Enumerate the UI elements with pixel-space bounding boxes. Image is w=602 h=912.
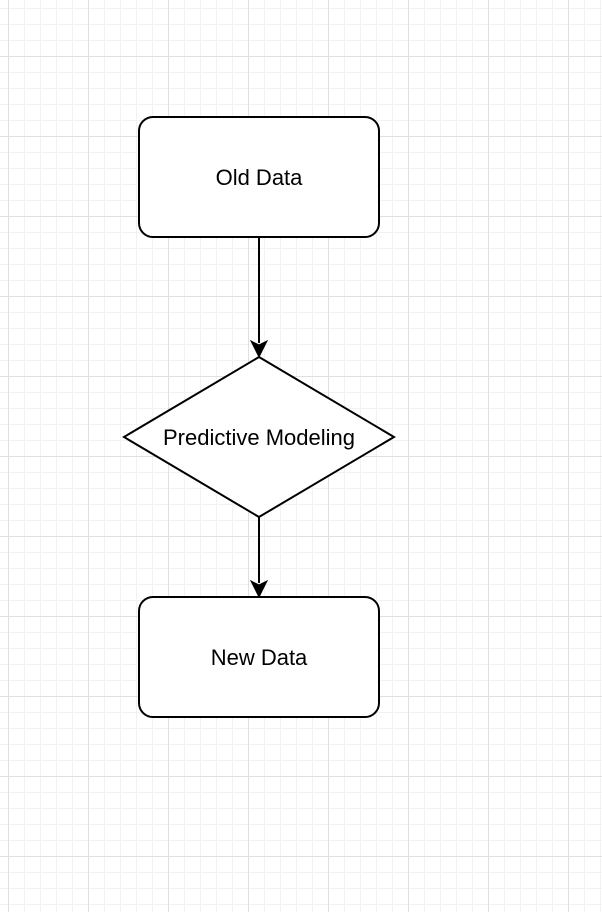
node-old-data[interactable]: Old Data	[138, 116, 380, 238]
rounded-rectangle-shape	[138, 596, 380, 718]
edge-predictive-modeling-to-new-data[interactable]	[249, 517, 269, 599]
rounded-rectangle-shape	[138, 116, 380, 238]
edge-old-data-to-predictive-modeling[interactable]	[249, 237, 269, 359]
node-new-data[interactable]: New Data	[138, 596, 380, 718]
arrowhead-icon	[249, 339, 269, 359]
arrowhead-icon	[249, 579, 269, 599]
node-label: Old Data	[216, 165, 304, 190]
node-label: Predictive Modeling	[163, 425, 355, 450]
diamond-shape	[122, 355, 396, 519]
node-predictive-modeling[interactable]: Predictive Modeling	[122, 355, 396, 519]
node-label: New Data	[211, 645, 308, 670]
